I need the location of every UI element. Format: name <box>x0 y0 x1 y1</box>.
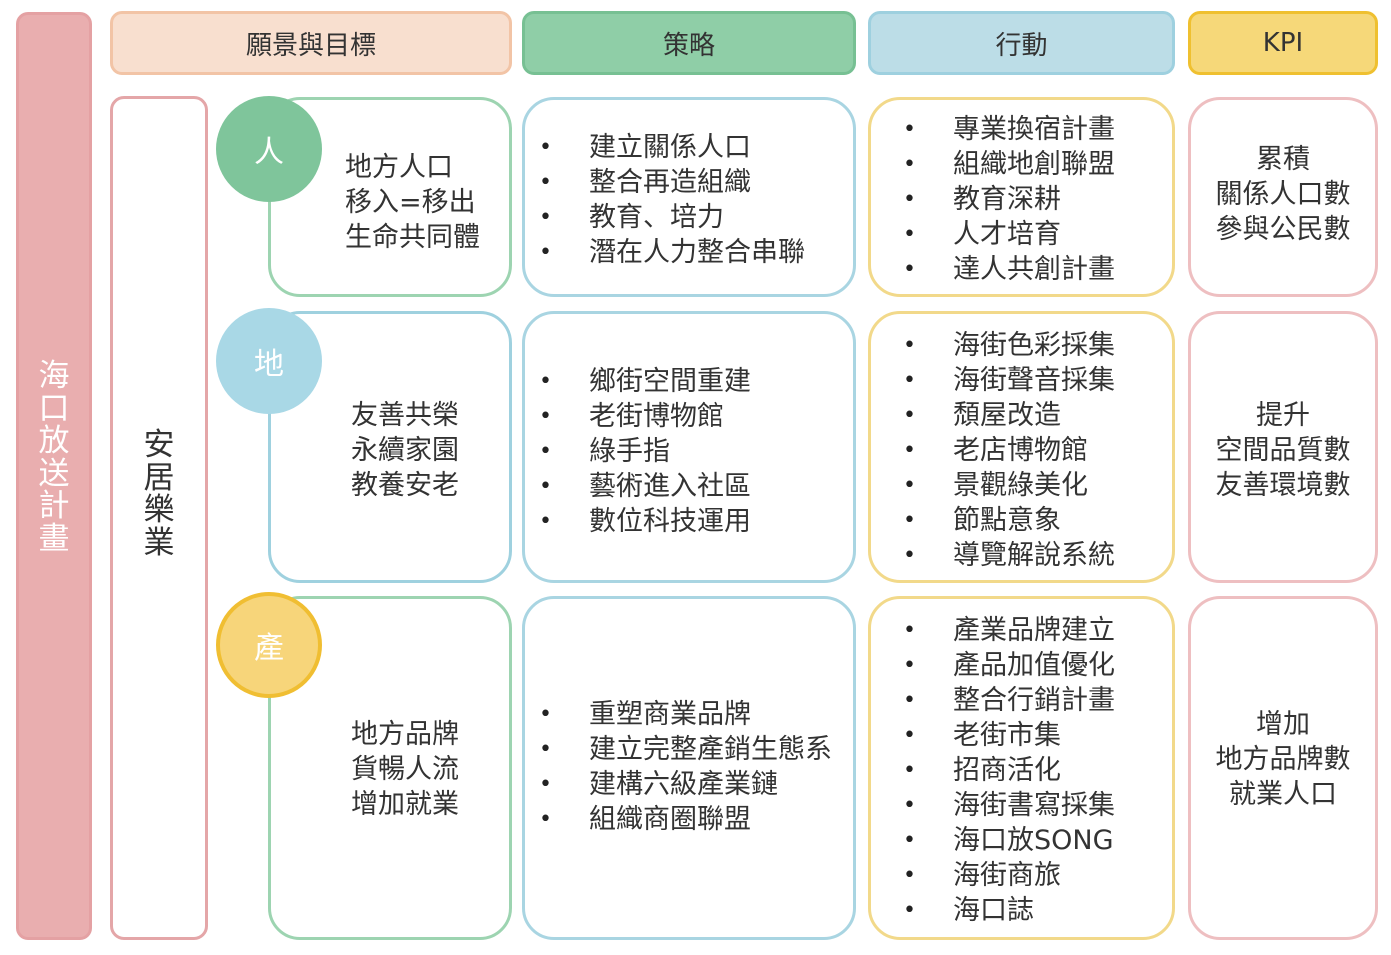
vision-line: 教養安老 <box>351 470 459 501</box>
plan-title-bar: 海口放送計畫 <box>16 12 92 940</box>
kpi-line: 參與公民數 <box>1215 214 1351 245</box>
kpi-line: 提升 <box>1256 400 1310 431</box>
vision-card-people: 地方人口 移入=移出 生命共同體 <box>268 97 512 297</box>
strategy-list: 鄉街空間重建 老街博物館 綠手指 藝術進入社區 數位科技運用 <box>525 364 751 539</box>
kpi-line: 累積 <box>1256 144 1310 175</box>
action-item: 人才培育 <box>889 217 1115 252</box>
kpi-line: 地方品牌數 <box>1215 744 1351 775</box>
vision-line: 永續家園 <box>351 435 459 466</box>
action-item: 景觀綠美化 <box>889 468 1115 503</box>
action-item: 導覽解說系統 <box>889 538 1115 573</box>
action-item: 達人共創計畫 <box>889 252 1115 287</box>
strategy-item: 鄉街空間重建 <box>525 364 751 399</box>
goal-bar: 安居樂業 <box>110 96 208 940</box>
vision-line: 地方人口 <box>345 152 453 183</box>
vision-line: 地方品牌 <box>351 719 459 750</box>
strategy-item: 重塑商業品牌 <box>525 697 832 732</box>
kpi-line: 關係人口數 <box>1215 179 1351 210</box>
kpi-card-place: 提升 空間品質數 友善環境數 <box>1188 311 1378 583</box>
action-item: 頹屋改造 <box>889 398 1115 433</box>
header-vision: 願景與目標 <box>110 11 512 75</box>
kpi-line: 就業人口 <box>1229 779 1337 810</box>
action-card-place: 海街色彩採集 海街聲音採集 頹屋改造 老店博物館 景觀綠美化 節點意象 導覽解說… <box>868 311 1175 583</box>
vision-line: 增加就業 <box>351 789 459 820</box>
strategy-list: 建立關係人口 整合再造組織 教育、培力 潛在人力整合串聯 <box>525 130 805 270</box>
strategy-item: 老街博物館 <box>525 399 751 434</box>
strategy-item: 綠手指 <box>525 434 751 469</box>
action-item: 產業品牌建立 <box>889 613 1115 648</box>
kpi-card-people: 累積 關係人口數 參與公民數 <box>1188 97 1378 297</box>
header-action: 行動 <box>868 11 1175 75</box>
action-list: 產業品牌建立 產品加值優化 整合行銷計畫 老街市集 招商活化 海街書寫採集 海口… <box>889 613 1115 928</box>
action-item: 海街商旅 <box>889 858 1115 893</box>
action-list: 專業換宿計畫 組織地創聯盟 教育深耕 人才培育 達人共創計畫 <box>889 112 1115 287</box>
header-strategy: 策略 <box>522 11 856 75</box>
action-item: 海口放SONG <box>889 823 1115 858</box>
plan-title: 海口放送計畫 <box>38 358 70 557</box>
badge-place: 地 <box>216 308 322 414</box>
action-item: 專業換宿計畫 <box>889 112 1115 147</box>
strategy-item: 潛在人力整合串聯 <box>525 235 805 270</box>
action-item: 教育深耕 <box>889 182 1115 217</box>
action-item: 老店博物館 <box>889 433 1115 468</box>
strategy-item: 藝術進入社區 <box>525 469 751 504</box>
action-item: 組織地創聯盟 <box>889 147 1115 182</box>
action-item: 節點意象 <box>889 503 1115 538</box>
action-card-industry: 產業品牌建立 產品加值優化 整合行銷計畫 老街市集 招商活化 海街書寫採集 海口… <box>868 596 1175 940</box>
strategy-card-place: 鄉街空間重建 老街博物館 綠手指 藝術進入社區 數位科技運用 <box>522 311 856 583</box>
action-item: 產品加值優化 <box>889 648 1115 683</box>
strategy-item: 教育、培力 <box>525 200 805 235</box>
action-item: 海街書寫採集 <box>889 788 1115 823</box>
strategy-item: 數位科技運用 <box>525 504 751 539</box>
action-card-people: 專業換宿計畫 組織地創聯盟 教育深耕 人才培育 達人共創計畫 <box>868 97 1175 297</box>
strategy-item: 整合再造組織 <box>525 165 805 200</box>
action-item: 海街聲音採集 <box>889 363 1115 398</box>
strategy-item: 組織商圈聯盟 <box>525 802 832 837</box>
strategy-card-people: 建立關係人口 整合再造組織 教育、培力 潛在人力整合串聯 <box>522 97 856 297</box>
vision-line: 移入=移出 <box>345 187 476 218</box>
action-item: 海街色彩採集 <box>889 328 1115 363</box>
action-item: 整合行銷計畫 <box>889 683 1115 718</box>
strategy-item: 建構六級產業鏈 <box>525 767 832 802</box>
badge-industry: 產 <box>216 592 322 698</box>
strategy-item: 建立完整產銷生態系 <box>525 732 832 767</box>
kpi-card-industry: 增加 地方品牌數 就業人口 <box>1188 596 1378 940</box>
goal-title: 安居樂業 <box>143 427 175 561</box>
kpi-line: 友善環境數 <box>1215 470 1351 501</box>
strategy-card-industry: 重塑商業品牌 建立完整產銷生態系 建構六級產業鏈 組織商圈聯盟 <box>522 596 856 940</box>
header-kpi: KPI <box>1188 11 1378 75</box>
vision-line: 生命共同體 <box>345 222 480 253</box>
strategy-list: 重塑商業品牌 建立完整產銷生態系 建構六級產業鏈 組織商圈聯盟 <box>525 697 832 837</box>
action-list: 海街色彩採集 海街聲音採集 頹屋改造 老店博物館 景觀綠美化 節點意象 導覽解說… <box>889 328 1115 573</box>
vision-line: 友善共榮 <box>351 400 459 431</box>
badge-people: 人 <box>216 96 322 202</box>
action-item: 海口誌 <box>889 893 1115 928</box>
kpi-line: 空間品質數 <box>1215 435 1351 466</box>
action-item: 老街市集 <box>889 718 1115 753</box>
action-item: 招商活化 <box>889 753 1115 788</box>
vision-line: 貨暢人流 <box>351 754 459 785</box>
kpi-line: 增加 <box>1256 709 1310 740</box>
strategy-item: 建立關係人口 <box>525 130 805 165</box>
